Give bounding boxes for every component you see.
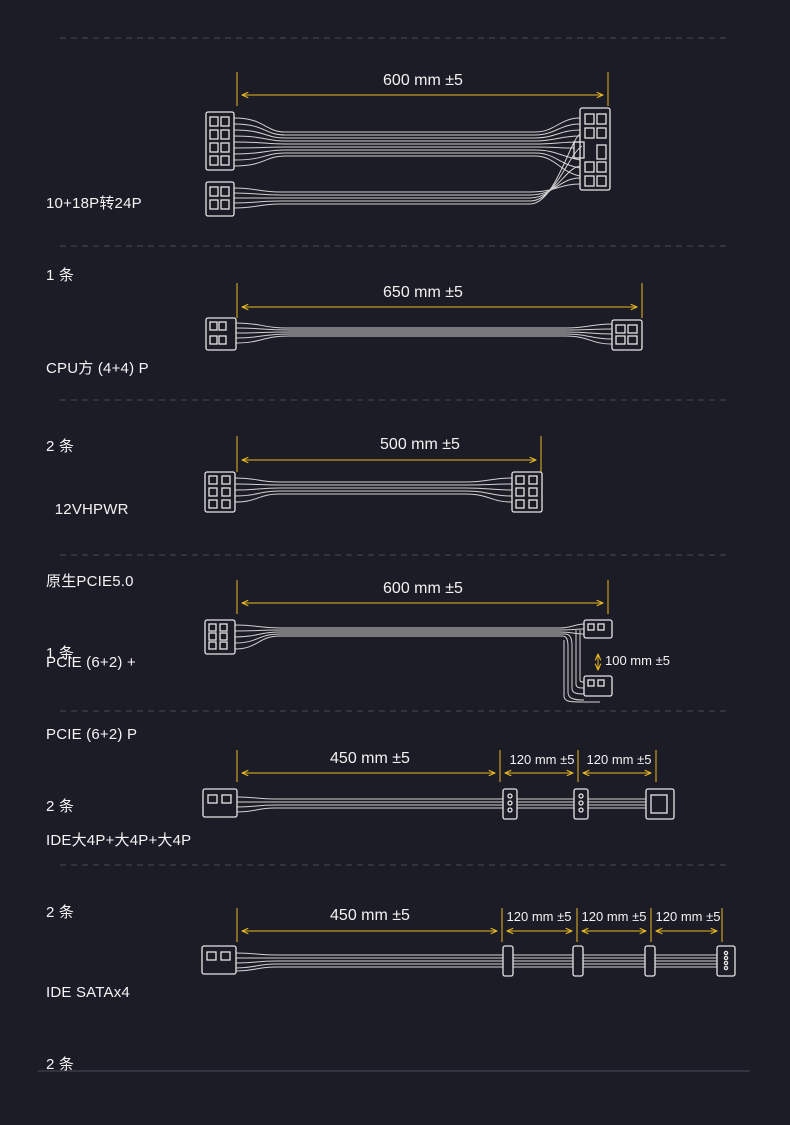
dimension-label: 450 mm ±5 bbox=[330, 750, 410, 767]
cable-name: 12VHPWR bbox=[46, 501, 129, 518]
cable-label-24p: 10+18P转24P 1 条 bbox=[46, 144, 142, 336]
dimension-label: 500 mm ±5 bbox=[380, 436, 460, 453]
dimension-label-branch: 100 mm ±5 bbox=[605, 653, 670, 668]
dimension-label: 120 mm ±5 bbox=[507, 909, 572, 924]
cable-label-ide-4p: IDE大4P+大4P+大4P 2 条 bbox=[46, 781, 191, 973]
cable-count: 1 条 bbox=[46, 645, 75, 662]
cable-count: 2 条 bbox=[46, 438, 75, 455]
cable-cpu: 650 mm ±5 bbox=[205, 283, 643, 351]
dimension-label: 650 mm ±5 bbox=[383, 284, 463, 301]
cable-count: 2 条 bbox=[46, 904, 75, 921]
dimension-label: 120 mm ±5 bbox=[587, 752, 652, 767]
cable-name: IDE SATAx4 bbox=[46, 984, 130, 1001]
dimension-label: 120 mm ±5 bbox=[582, 909, 647, 924]
cable-label-cpu: CPU方 (4+4) P 2 条 bbox=[46, 309, 149, 507]
dimension-label: 120 mm ±5 bbox=[656, 909, 721, 924]
section-dividers bbox=[60, 37, 728, 866]
cable-count: 2 条 bbox=[46, 798, 75, 815]
cable-label-pcie: PCIE (6+2) + PCIE (6+2) P 2 条 bbox=[46, 603, 137, 867]
cable-subname: PCIE (6+2) P bbox=[46, 726, 138, 743]
cable-name: 10+18P转24P bbox=[46, 195, 142, 212]
dimension-label: 450 mm ±5 bbox=[330, 907, 410, 924]
cable-label-12vhpwr: 12VHPWR 原生PCIE5.0 1 条 bbox=[46, 450, 134, 714]
cable-count: 1 条 bbox=[46, 267, 75, 284]
dimension-label: 600 mm ±5 bbox=[383, 72, 463, 89]
cable-count: 2 条 bbox=[46, 1056, 75, 1073]
dimension-label: 600 mm ±5 bbox=[383, 580, 463, 597]
cable-12vhpwr: 500 mm ±5 bbox=[204, 436, 543, 513]
cable-name: CPU方 (4+4) P bbox=[46, 360, 149, 377]
cable-spec-diagram: 10+18P转24P 1 条 CPU方 (4+4) P 2 条 12VHPWR … bbox=[38, 37, 750, 1073]
cable-drawing: 600 mm ±5 bbox=[38, 37, 750, 1072]
cable-ide-4p: 450 mm ±5 120 mm ±5 120 mm ±5 bbox=[202, 750, 675, 820]
cable-subname: 原生PCIE5.0 bbox=[46, 573, 134, 590]
dimension-label: 120 mm ±5 bbox=[510, 752, 575, 767]
cable-name: PCIE (6+2) + bbox=[46, 654, 136, 671]
cable-name: IDE大4P+大4P+大4P bbox=[46, 832, 192, 849]
cable-24p: 600 mm ±5 bbox=[205, 72, 611, 217]
cable-pcie: 600 mm ±5 100 mm ±5 bbox=[204, 580, 670, 703]
cable-label-sata: IDE SATAx4 2 条 bbox=[46, 933, 130, 1125]
cable-sata: 450 mm ±5 120 mm ±5 120 mm ±5 120 mm ±5 bbox=[201, 907, 736, 977]
